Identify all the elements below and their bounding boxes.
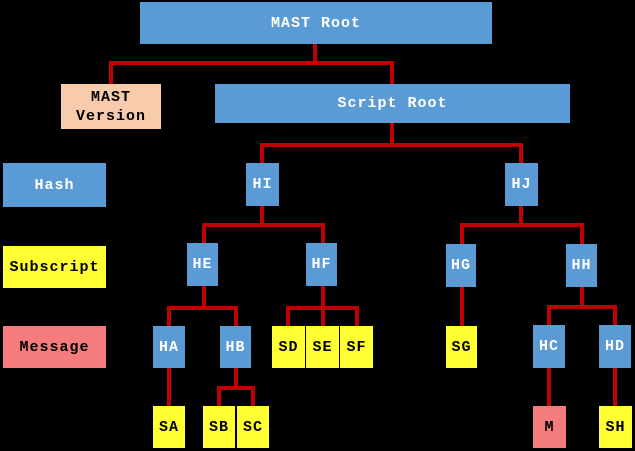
connector-he-down xyxy=(202,286,206,310)
connector-hg-to-sg xyxy=(460,287,464,326)
node-ha: HA xyxy=(153,326,185,368)
legend-subscript-label: Subscript xyxy=(9,258,100,276)
connector-to-hg xyxy=(460,223,464,244)
node-sa-label: SA xyxy=(158,418,179,436)
connector-hb-branch xyxy=(217,386,255,390)
connector-hh-down xyxy=(580,287,584,309)
connector-hh-branch xyxy=(547,305,617,309)
node-hj: HJ xyxy=(505,163,538,206)
legend-subscript: Subscript xyxy=(3,246,106,288)
node-sc: SC xyxy=(237,406,269,448)
connector-hj-down xyxy=(519,206,523,227)
connector-script-branch xyxy=(260,143,523,147)
connector-to-sc xyxy=(251,386,255,406)
node-sd-label: SD xyxy=(278,338,299,356)
node-hc: HC xyxy=(533,325,565,368)
legend-message: Message xyxy=(3,326,106,368)
connector-to-sf xyxy=(355,306,359,326)
node-hi-label: HI xyxy=(252,176,273,193)
connector-to-hb xyxy=(234,306,238,326)
node-hh-label: HH xyxy=(571,257,592,274)
node-sc-label: SC xyxy=(242,418,263,436)
node-hb-label: HB xyxy=(225,338,246,356)
node-mast-version: MAST Version xyxy=(61,84,161,129)
connector-hb-down xyxy=(234,368,238,390)
node-sd: SD xyxy=(272,326,305,368)
node-sf: SF xyxy=(340,326,373,368)
connector-script-root-down xyxy=(390,123,394,147)
node-he: HE xyxy=(187,243,218,286)
legend-hash: Hash xyxy=(3,163,106,207)
node-m: M xyxy=(533,406,566,448)
node-hd-label: HD xyxy=(604,338,625,355)
node-script-root: Script Root xyxy=(215,84,570,123)
node-se: SE xyxy=(306,326,339,368)
node-se-label: SE xyxy=(312,338,333,356)
connector-mast-root-down xyxy=(313,44,317,65)
node-script-root-label: Script Root xyxy=(337,95,448,112)
legend-message-label: Message xyxy=(19,338,90,356)
node-sh-label: SH xyxy=(605,418,626,436)
node-sh: SH xyxy=(599,406,632,448)
node-hg-label: HG xyxy=(450,257,471,274)
connector-root-branch xyxy=(109,61,394,65)
connector-hi-branch xyxy=(202,223,325,227)
node-sa: SA xyxy=(153,406,185,448)
node-hh: HH xyxy=(566,244,597,287)
node-hf: HF xyxy=(306,243,337,286)
node-sb: SB xyxy=(203,406,235,448)
connector-he-branch xyxy=(167,306,238,310)
node-hc-label: HC xyxy=(538,338,559,355)
node-hj-label: HJ xyxy=(511,176,532,193)
node-sg: SG xyxy=(446,326,477,368)
node-hb: HB xyxy=(220,326,251,368)
node-hg: HG xyxy=(446,244,476,287)
node-hf-label: HF xyxy=(311,256,332,273)
node-sf-label: SF xyxy=(346,338,367,356)
connector-to-hj xyxy=(519,143,523,164)
connector-to-hc xyxy=(547,305,551,325)
node-hd: HD xyxy=(599,325,631,368)
connector-ha-to-sa xyxy=(167,368,171,406)
node-ha-label: HA xyxy=(158,338,179,356)
connector-to-script-root xyxy=(390,61,394,84)
connector-to-sd xyxy=(286,306,290,326)
connector-to-sb xyxy=(217,386,221,406)
connector-to-ha xyxy=(167,306,171,326)
node-mast-version-label: MAST Version xyxy=(75,88,146,125)
connector-hf-branch xyxy=(286,306,359,310)
node-hi: HI xyxy=(246,163,279,206)
connector-to-hf xyxy=(321,223,325,243)
connector-hj-branch xyxy=(460,223,584,227)
node-sg-label: SG xyxy=(451,338,472,356)
node-mast-root: MAST Root xyxy=(140,2,492,44)
connector-to-mast-version xyxy=(109,61,113,84)
connector-to-hi xyxy=(260,143,264,163)
node-m-label: M xyxy=(544,418,555,436)
connector-hc-to-m xyxy=(547,368,551,406)
legend-hash-label: Hash xyxy=(34,176,75,194)
connector-hi-down xyxy=(260,206,264,227)
connector-to-he xyxy=(202,223,206,243)
connector-to-hh xyxy=(580,223,584,244)
connector-to-hd xyxy=(613,305,617,325)
connector-hd-to-sh xyxy=(613,368,617,406)
node-sb-label: SB xyxy=(208,418,229,436)
node-mast-root-label: MAST Root xyxy=(270,14,361,32)
node-he-label: HE xyxy=(192,256,213,273)
